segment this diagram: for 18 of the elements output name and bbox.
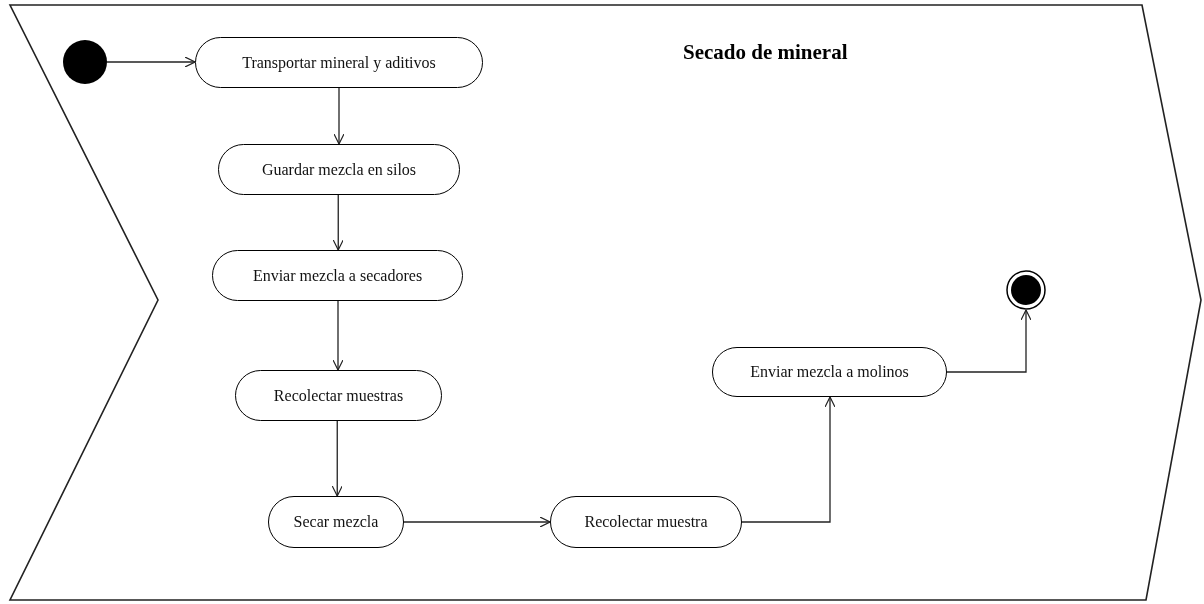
activity-box: Recolectar muestras [235, 370, 442, 421]
arrow [332, 194, 344, 251]
arrow [946, 309, 1032, 373]
arrow [106, 56, 196, 68]
arrow [331, 420, 343, 497]
band-label: Secado de mineral [683, 40, 848, 65]
arrow [333, 87, 345, 145]
activity-box: Guardar mezcla en silos [218, 144, 460, 195]
activity-box: Recolectar muestra [550, 496, 742, 548]
arrow [332, 300, 344, 371]
start-node-icon [63, 40, 107, 84]
activity-box: Secar mezcla [268, 496, 404, 548]
activity-box: Transportar mineral y aditivos [195, 37, 483, 88]
arrow [741, 396, 836, 523]
arrow [403, 516, 551, 528]
activity-box: Enviar mezcla a secadores [212, 250, 463, 301]
activity-box: Enviar mezcla a molinos [712, 347, 947, 397]
end-node-icon [1006, 270, 1046, 310]
